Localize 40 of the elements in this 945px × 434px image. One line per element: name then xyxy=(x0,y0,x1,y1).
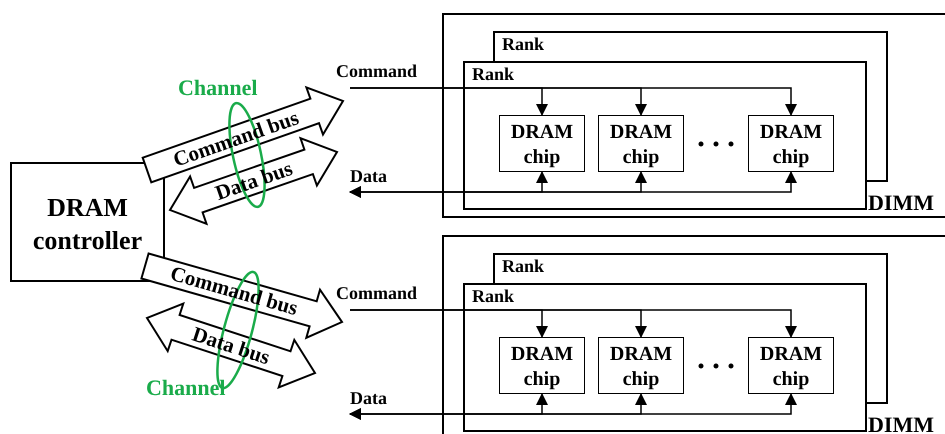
chip-box xyxy=(598,337,684,394)
chip-box xyxy=(499,115,585,172)
dimm-label: DIMM xyxy=(868,191,934,216)
signal-label: Data xyxy=(350,389,387,409)
chip-box xyxy=(499,337,585,394)
rank-box xyxy=(463,283,867,432)
channel-label: Channel xyxy=(178,76,258,100)
rank-label: Rank xyxy=(502,35,544,55)
rank-label: Rank xyxy=(472,287,514,307)
chip-box xyxy=(748,337,834,394)
chip-label: DRAM chip xyxy=(608,120,674,170)
controller-box xyxy=(10,162,165,282)
rank-box xyxy=(463,61,867,210)
rank-box xyxy=(493,31,888,61)
arrow xyxy=(350,309,797,338)
signal-label: Command xyxy=(336,62,418,82)
double-block-arrow xyxy=(146,302,316,390)
rank-box xyxy=(493,253,888,283)
dimm-label: DIMM xyxy=(868,413,934,434)
chip-label: DRAM chip xyxy=(758,342,824,392)
rank-label: Rank xyxy=(472,65,514,85)
double-arrow xyxy=(349,393,797,420)
dimm-module-box xyxy=(442,235,945,434)
controller-label: DRAM controller xyxy=(32,192,144,256)
arrow xyxy=(350,87,797,116)
chip-box xyxy=(598,115,684,172)
bus-label: Data bus xyxy=(212,158,295,204)
channel-label: Channel xyxy=(146,376,226,400)
bus-label: Data bus xyxy=(190,323,272,368)
rank-label: Rank xyxy=(502,257,544,277)
signal-label: Data xyxy=(350,167,387,187)
dimm-module-box xyxy=(442,13,945,218)
signal-label: Command xyxy=(336,284,418,304)
chip-label: DRAM chip xyxy=(608,342,674,392)
chip-box xyxy=(748,115,834,172)
double-arrow xyxy=(349,171,797,198)
chip-label: DRAM chip xyxy=(758,120,824,170)
chip-label: DRAM chip xyxy=(510,342,574,392)
chip-label: DRAM chip xyxy=(510,120,574,170)
double-block-arrow xyxy=(168,136,338,226)
